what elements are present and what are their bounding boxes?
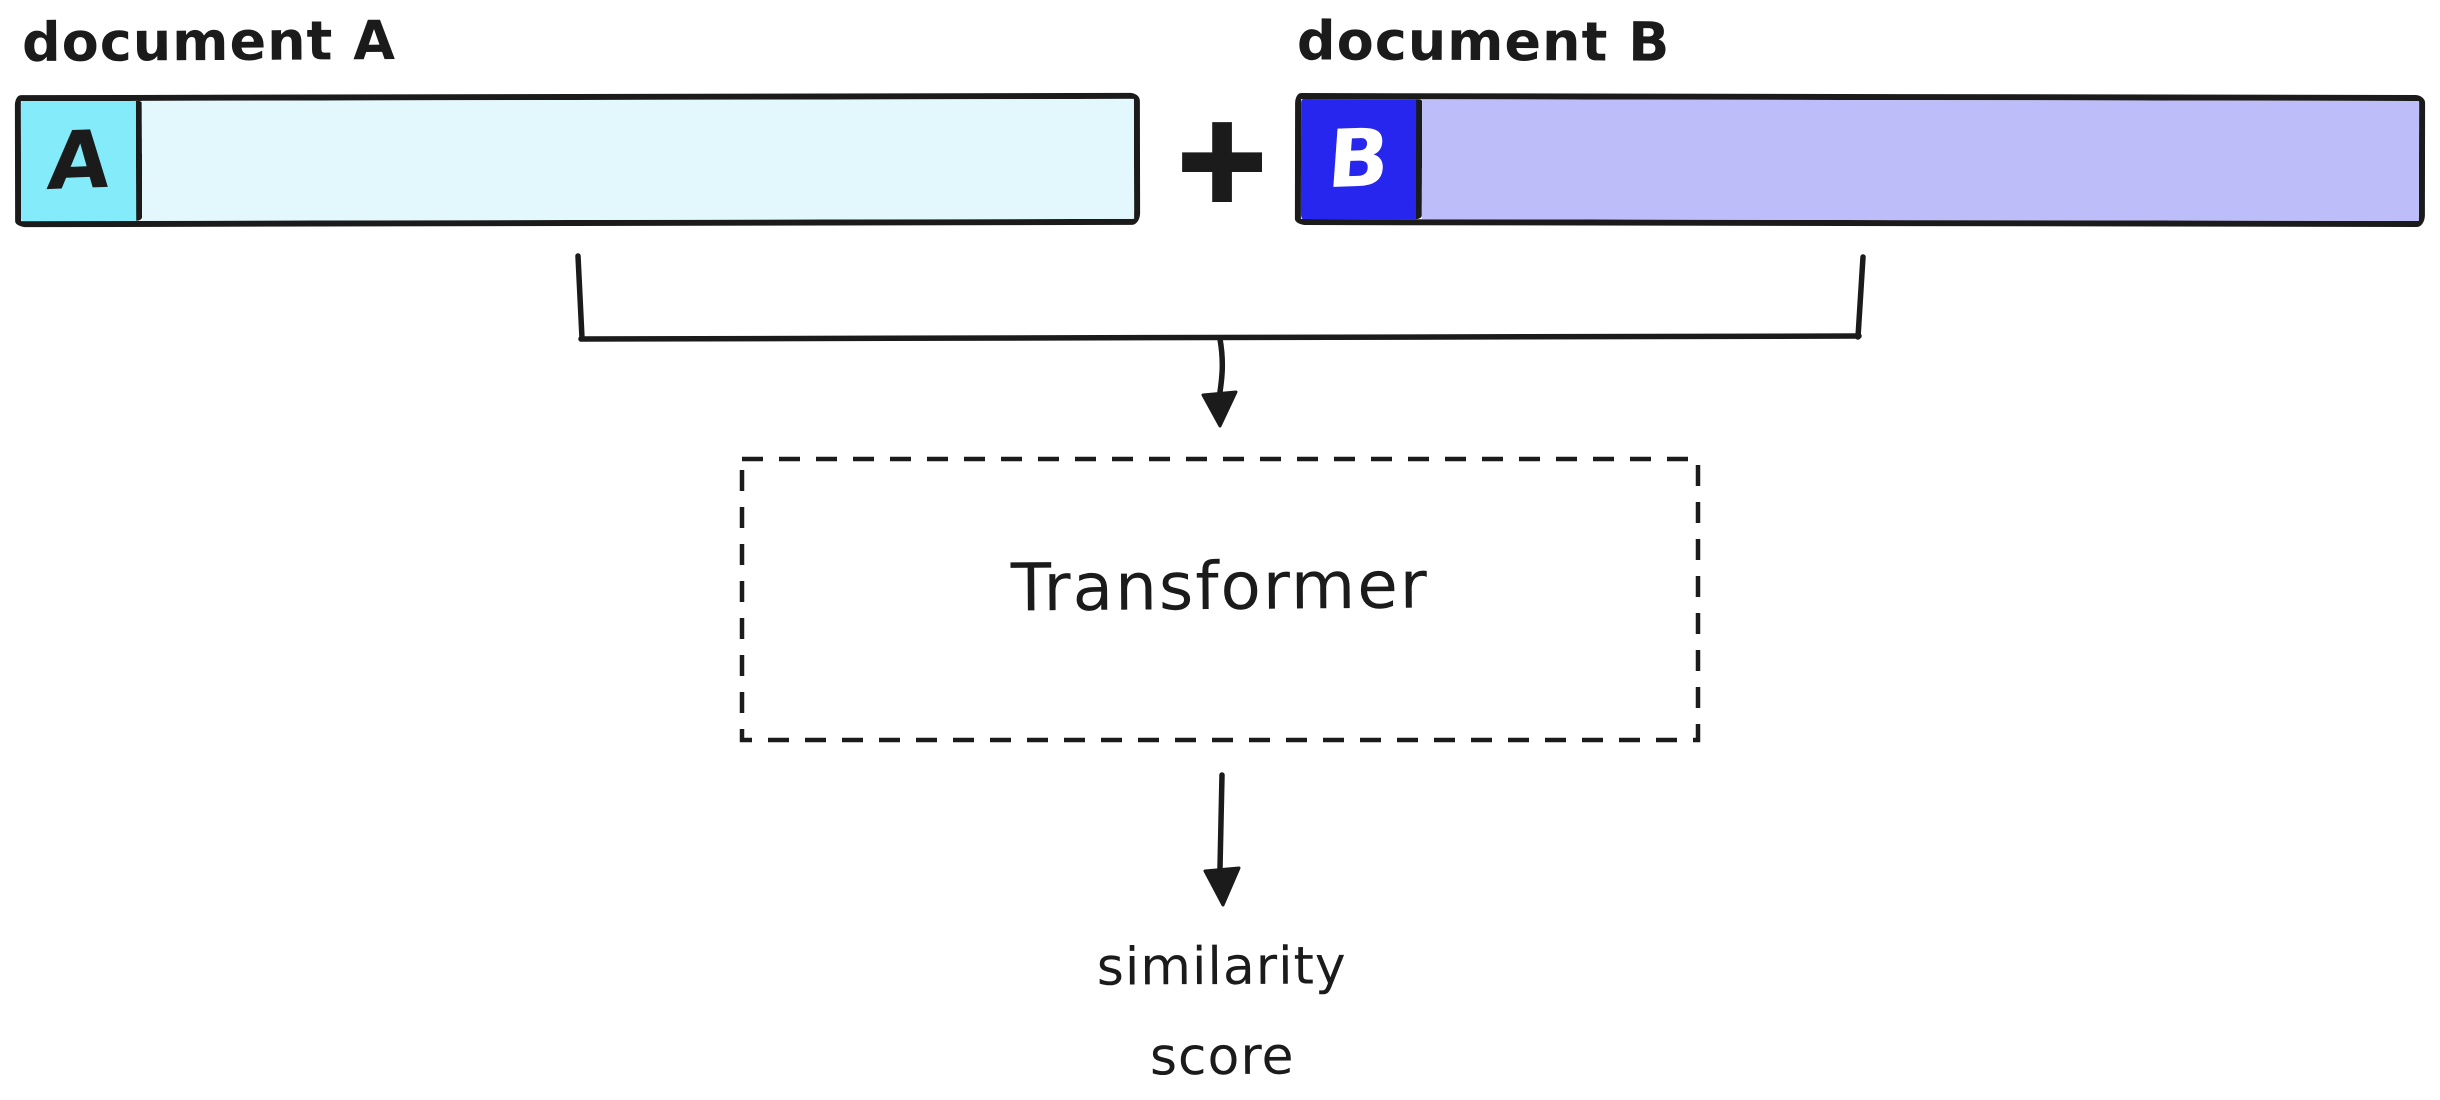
document-a-token: A — [20, 100, 143, 222]
funnel-right-line — [1855, 254, 1866, 340]
output-arrow-head — [1203, 866, 1241, 907]
document-a-label: document A — [21, 9, 397, 74]
document-a-bar-body — [141, 98, 1135, 221]
merge-arrow-shaft — [1217, 336, 1226, 395]
output-arrow-shaft — [1217, 772, 1225, 871]
similarity-line: similarity — [1096, 936, 1347, 998]
document-b-bar: B — [1294, 93, 2426, 227]
document-b-label: document B — [1296, 9, 1671, 74]
document-b-bar-body — [1421, 99, 2420, 221]
funnel-left-line — [575, 253, 585, 341]
merge-arrow-head — [1201, 390, 1238, 428]
document-b-token-letter: B — [1324, 111, 1393, 207]
document-a-token-letter: A — [44, 112, 113, 209]
document-b-token: B — [1300, 99, 1423, 220]
plus-sign: + — [1170, 89, 1275, 227]
transformer-label: Transformer — [1010, 546, 1430, 627]
score-line: score — [1149, 1026, 1295, 1088]
similarity-score-label: similarity score — [972, 921, 1473, 1100]
funnel-horizontal-line — [578, 333, 1862, 342]
document-a-bar: A — [14, 92, 1141, 228]
